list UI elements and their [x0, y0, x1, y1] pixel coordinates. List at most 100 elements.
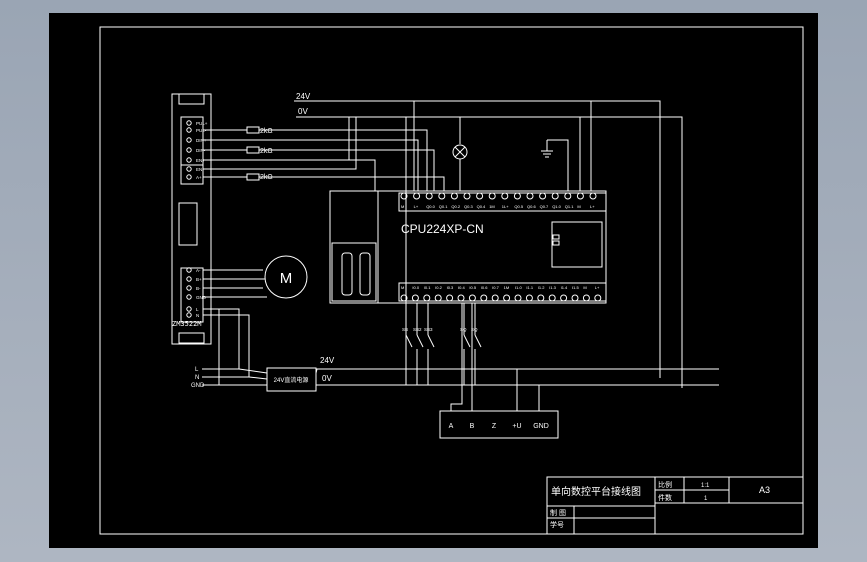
cpu-top-terminal — [501, 192, 509, 200]
cpu-top-pin-label: M — [577, 204, 580, 209]
cpu-bottom-terminal — [457, 294, 465, 302]
drawing-title: 单向数控平台接线图 — [551, 485, 641, 498]
cpu-top-pin-label: L+ — [590, 204, 595, 209]
driver-terminal — [186, 137, 192, 143]
cpu-bottom-pin-label: I0.2 — [435, 285, 442, 290]
driver-terminal — [186, 276, 192, 282]
cpu-bottom-pin-label: 1M — [504, 285, 510, 290]
psu-24v-label: 24V — [320, 356, 335, 365]
cpu-top-pin-label: Q0.0 — [426, 204, 435, 209]
cpu-bottom-pin-label: I0.3 — [447, 285, 454, 290]
cpu-top-pin-label: Q0.5 — [514, 204, 523, 209]
cpu-bottom-terminal — [571, 294, 579, 302]
cpu-model: CPU224XP-CN — [401, 222, 484, 236]
cpu-bottom-terminal — [480, 294, 488, 302]
driver-pin-label: PUL+ — [196, 121, 208, 126]
cpu-top-pin-label: Q0.4 — [477, 204, 486, 209]
cpu-top-terminal — [450, 192, 458, 200]
driver-terminal — [186, 127, 192, 133]
driver-terminal — [186, 166, 192, 172]
cpu-bottom-pin-label: I0.4 — [458, 285, 465, 290]
cpu-top-pin-label: Q0.2 — [451, 204, 460, 209]
supply-24v-label: 24V — [296, 92, 311, 101]
driver-pin-label: GND — [196, 295, 207, 300]
driver-terminal — [186, 157, 192, 163]
psu-0v-label: 0V — [322, 374, 332, 383]
switch-contact — [416, 334, 424, 348]
cpu-top-terminal — [463, 192, 471, 200]
resistor-label-3: 2kΩ — [260, 174, 273, 181]
motor-label: M — [280, 270, 293, 287]
cpu-bottom-terminal — [560, 294, 568, 302]
driver-terminal — [186, 147, 192, 153]
motor: M — [203, 255, 308, 299]
student-id-label: 学号 — [550, 520, 564, 529]
cpu-top-pin-label: Q1.1 — [565, 204, 574, 209]
switch-label: SQ — [471, 327, 478, 332]
cpu-top-pin-label: Q0.1 — [439, 204, 448, 209]
supply-lines: 24V 0V — [294, 92, 683, 388]
cpu-bottom-pin-label: I0.1 — [424, 285, 431, 290]
cpu-bottom-terminal — [434, 294, 442, 302]
switch-contact — [474, 334, 482, 348]
cpu-bottom-pin-label: L+ — [595, 285, 600, 290]
cpu-bottom-terminal — [537, 294, 545, 302]
driver-pin-label: DIR- — [196, 148, 206, 153]
cpu-bottom-pin-label: I1.4 — [561, 285, 568, 290]
count-value: 1 — [704, 496, 708, 502]
power-supply: 24V直流电源 24V 0V L N GND — [191, 308, 719, 392]
cpu-top-pin-label: 1M — [489, 204, 495, 209]
switch-contact — [405, 334, 413, 348]
cpu-bottom-terminal — [594, 294, 602, 302]
inner-frame — [99, 26, 804, 535]
cpu-top-terminal — [539, 192, 547, 200]
encoder-pin-label: GND — [533, 423, 549, 430]
driver-terminal — [186, 312, 192, 318]
cpu-top-terminal — [526, 192, 534, 200]
cpu-top-pin-label: Q0.7 — [540, 204, 549, 209]
supply-0v-label: 0V — [298, 107, 308, 116]
cpu-bottom-terminal — [491, 294, 499, 302]
ratio-value: 1:1 — [701, 483, 710, 489]
cpu-top-terminal — [488, 192, 496, 200]
cpu-top-pin-label: L+ — [414, 204, 419, 209]
driver-terminal — [186, 267, 192, 273]
drawn-by-label: 制 图 — [550, 508, 566, 517]
cpu-top-terminal — [551, 192, 559, 200]
driver-terminal — [186, 174, 192, 180]
cpu-top-pin-label: Q0.3 — [464, 204, 473, 209]
cpu-top-terminal — [425, 192, 433, 200]
cpu-bottom-terminal — [400, 294, 408, 302]
cpu-bottom-terminal — [548, 294, 556, 302]
cpu-top-pin-label: 1L+ — [502, 204, 509, 209]
cpu-bottom-terminal — [525, 294, 533, 302]
cpu-bottom-terminal — [423, 294, 431, 302]
driver-pin-label: DIR+ — [196, 138, 207, 143]
cpu-bottom-terminal — [446, 294, 454, 302]
cpu-top-terminal — [564, 192, 572, 200]
driver-terminal — [186, 285, 192, 291]
driver-terminal — [186, 294, 192, 300]
cpu-top-pin-label: Q1.0 — [552, 204, 561, 209]
cpu-bottom-pin-label: I1.3 — [549, 285, 556, 290]
driver-pin-label: L — [196, 307, 199, 312]
ratio-label: 比例 — [658, 480, 672, 489]
cpu-bottom-terminal — [468, 294, 476, 302]
cpu-bottom-terminal — [411, 294, 419, 302]
signal-wiring: 2kΩ 2kΩ 2kΩ — [203, 117, 445, 191]
driver-pin-label: EN- — [196, 167, 204, 172]
driver-pin-label: N — [196, 313, 199, 318]
mains-GND-label: GND — [191, 383, 205, 389]
cpu-bottom-terminal — [503, 294, 511, 302]
resistor-label-2: 2kΩ — [260, 148, 273, 155]
title-block: 单向数控平台接线图 比例 1:1 件数 1 A3 制 图 学号 — [546, 476, 804, 535]
switch-label: SB — [402, 327, 408, 332]
cpu-bottom-pin-label: I1.2 — [538, 285, 545, 290]
cpu-bottom-terminal — [582, 294, 590, 302]
switch-contact — [463, 334, 471, 348]
cpu-bottom-pin-label: I1.1 — [526, 285, 533, 290]
